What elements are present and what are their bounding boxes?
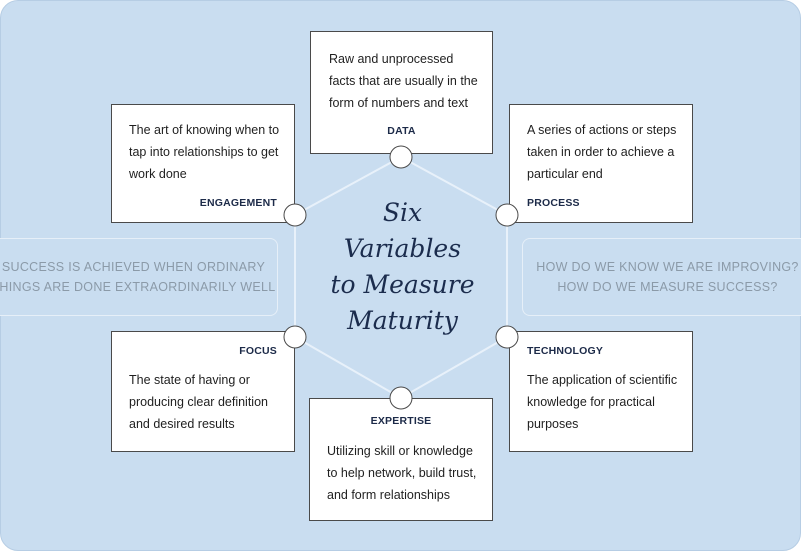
center-title-line-2: Variables	[343, 234, 462, 263]
right-question-panel: HOW DO WE KNOW WE ARE IMPROVING? HOW DO …	[522, 238, 801, 316]
engagement-description: The art of knowing when to tap into rela…	[129, 123, 280, 181]
technology-card: TECHNOLOGY The application of scientific…	[509, 331, 693, 452]
process-description: A series of actions or steps taken in or…	[527, 123, 677, 181]
expertise-card: EXPERTISE Utilizing skill or knowledge t…	[309, 398, 493, 521]
technology-description: The application of scientific knowledge …	[527, 373, 678, 431]
node-technology	[495, 325, 519, 349]
node-expertise	[389, 386, 413, 410]
focus-title: FOCUS	[239, 345, 277, 357]
process-card: A series of actions or steps taken in or…	[509, 104, 693, 223]
data-title: DATA	[387, 125, 416, 137]
data-description: Raw and unprocessed facts that are usual…	[329, 52, 478, 110]
center-title-line-3: to Measure	[330, 270, 475, 299]
node-focus	[283, 325, 307, 349]
left-quote-panel: SUCCESS IS ACHIEVED WHEN ORDINARY THINGS…	[0, 238, 278, 316]
expertise-title: EXPERTISE	[370, 415, 432, 427]
data-card: Raw and unprocessed facts that are usual…	[310, 31, 493, 154]
node-engagement	[283, 203, 307, 227]
center-title-line-4: Maturity	[347, 306, 458, 335]
technology-title: TECHNOLOGY	[527, 345, 604, 357]
process-title: PROCESS	[527, 197, 580, 209]
focus-card: FOCUS The state of having or producing c…	[111, 331, 295, 452]
engagement-card: The art of knowing when to tap into rela…	[111, 104, 295, 223]
node-data	[389, 145, 413, 169]
focus-description: The state of having or producing clear d…	[129, 373, 268, 431]
engagement-title: ENGAGEMENT	[199, 197, 277, 209]
left-quote-text: SUCCESS IS ACHIEVED WHEN ORDINARY THINGS…	[0, 260, 276, 294]
node-process	[495, 203, 519, 227]
center-title-line-1: Six	[382, 198, 423, 227]
right-question-text: HOW DO WE KNOW WE ARE IMPROVING? HOW DO …	[536, 260, 799, 294]
center-title: Six Variables to Measure Maturity	[320, 195, 485, 339]
expertise-description: Utilizing skill or knowledge to help net…	[327, 444, 477, 502]
